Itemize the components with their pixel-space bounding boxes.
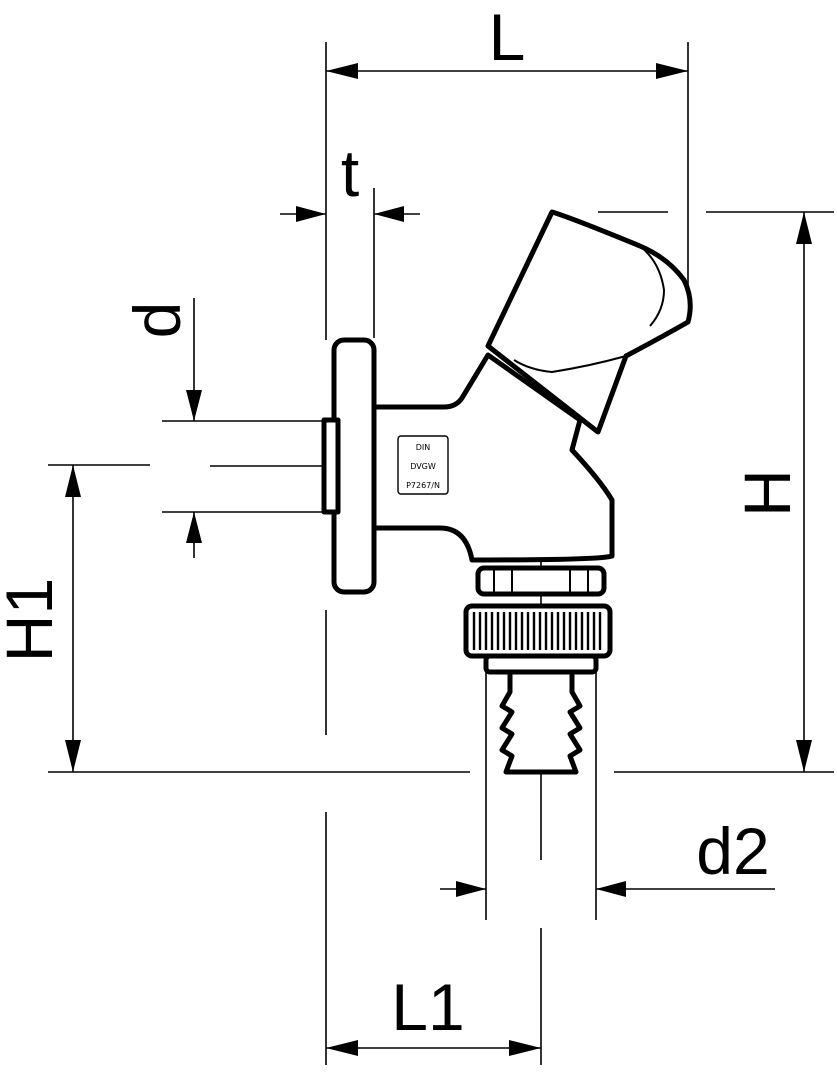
extension-lines <box>48 42 834 1065</box>
dim-label-H: H <box>730 469 804 517</box>
dimension-H1: H1 <box>0 465 81 772</box>
stamp-line-1: DIN <box>416 443 431 452</box>
dim-label-H1: H1 <box>0 578 66 662</box>
coupling-nut <box>463 603 613 659</box>
inlet-thread <box>321 417 341 515</box>
valve-handle-cap <box>485 209 693 435</box>
stamp-line-3: P7267/N <box>406 481 440 490</box>
dimension-d2: d2 <box>440 814 775 897</box>
valve-housing <box>371 352 615 563</box>
dim-label-L1: L1 <box>391 970 464 1044</box>
dim-label-d: d <box>120 302 194 339</box>
dimension-t: t <box>280 136 420 222</box>
dimension-d: d <box>120 298 202 558</box>
dim-label-t: t <box>341 136 359 210</box>
dimension-L1: L1 <box>326 970 541 1056</box>
dim-label-L: L <box>489 0 526 74</box>
outlet-collar <box>475 565 607 597</box>
stamp-line-2: DVGW <box>410 462 436 471</box>
dim-label-d2: d2 <box>696 814 769 888</box>
hose-barb <box>499 669 583 775</box>
approval-stamp: DIN DVGW P7267/N <box>397 435 449 495</box>
valve-assembly: DIN DVGW P7267/N <box>321 209 693 775</box>
dimension-H: H <box>730 212 812 772</box>
dimension-L: L <box>326 0 688 79</box>
